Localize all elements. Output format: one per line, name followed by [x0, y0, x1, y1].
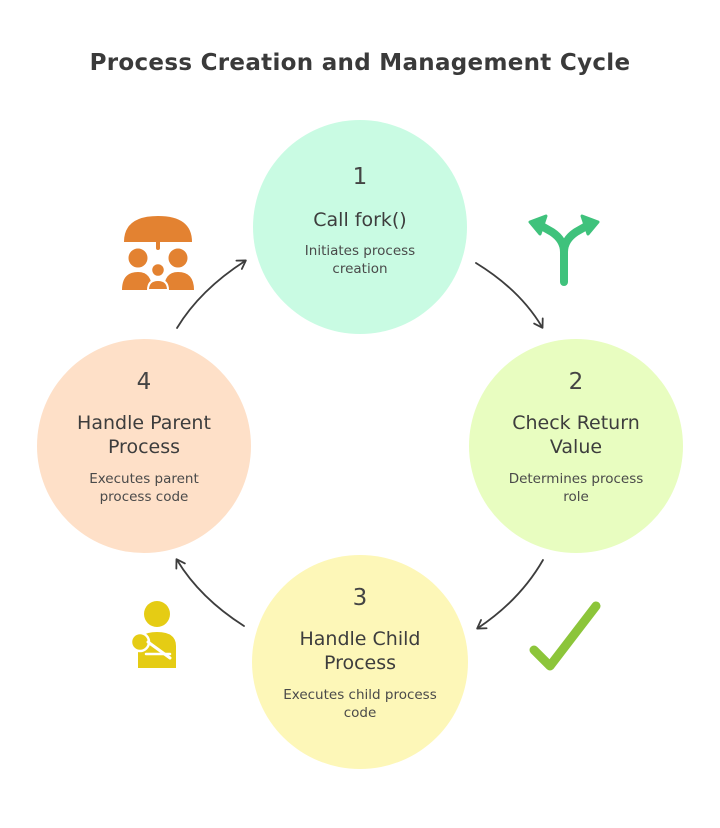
diagram-title: Process Creation and Management Cycle — [89, 50, 631, 76]
step-number: 4 — [136, 369, 152, 395]
parents-umbrella-icon — [122, 216, 194, 291]
step-description: Executes child process code — [283, 687, 437, 721]
step-heading: Check Return Value — [512, 412, 640, 458]
step-description: Determines process role — [508, 471, 644, 505]
step-2-check-return-value: 2 Check Return Value Determines process … — [469, 339, 683, 553]
step-3-handle-child-process: 3 Handle Child Process Executes child pr… — [252, 555, 468, 769]
step-heading: Handle Child Process — [299, 628, 421, 674]
step-heading: Handle Parent Process — [77, 412, 211, 458]
child-icon — [129, 601, 176, 668]
step-1-call-fork: 1 Call fork() Initiates process creation — [253, 120, 467, 334]
step-number: 3 — [352, 585, 368, 611]
step-description: Executes parent process code — [89, 471, 199, 505]
step-4-handle-parent-process: 4 Handle Parent Process Executes parent … — [37, 339, 251, 553]
step-heading: Call fork() — [313, 209, 407, 231]
step-description: Initiates process creation — [304, 243, 416, 277]
step-number: 1 — [352, 164, 368, 190]
fork-arrow-icon — [528, 214, 600, 286]
step-number: 2 — [568, 369, 584, 395]
checkmark-icon — [529, 601, 601, 671]
